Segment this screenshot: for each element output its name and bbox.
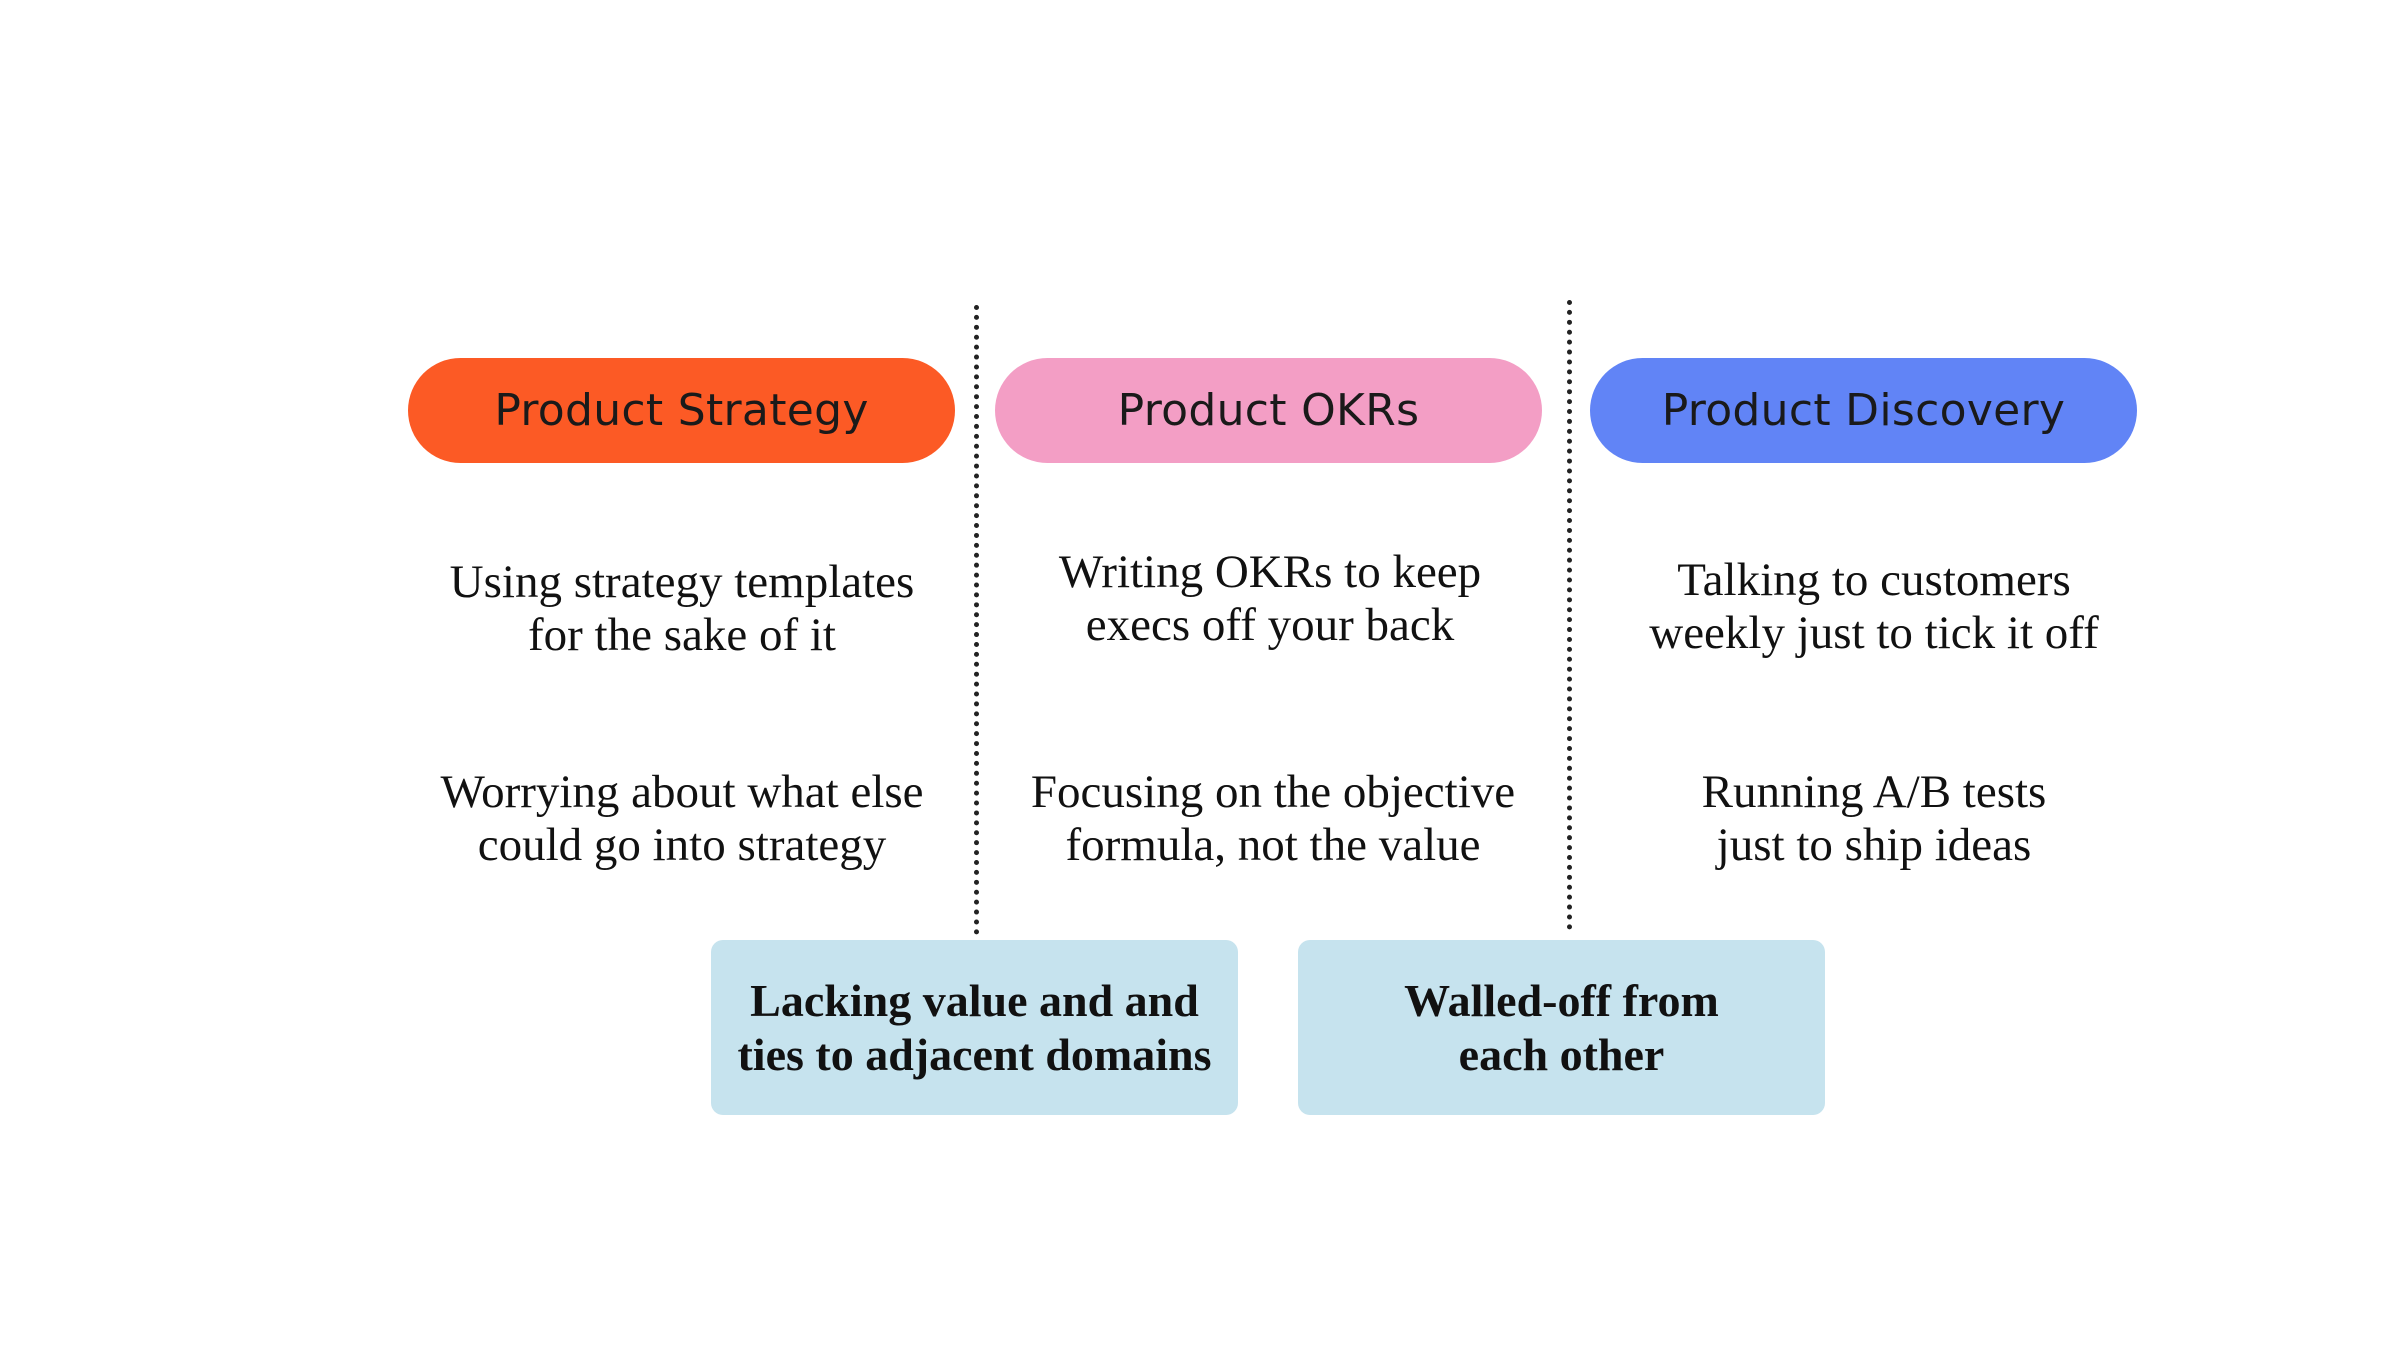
item-text: Worrying about what else could go into s…	[440, 766, 924, 871]
strategy-item-1: Using strategy templates for the sake of…	[402, 556, 962, 662]
dotted-divider-right	[1567, 300, 1572, 930]
pill-product-discovery: Product Discovery	[1590, 358, 2137, 463]
item-text: Focusing on the objective formula, not t…	[1030, 766, 1516, 871]
pill-label: Product OKRs	[1117, 385, 1420, 436]
summary-text: Walled-off from each other	[1404, 974, 1719, 1080]
okrs-item-1: Writing OKRs to keep execs off your back	[990, 546, 1550, 652]
pill-label: Product Discovery	[1661, 385, 2066, 436]
summary-box-walled-off: Walled-off from each other	[1298, 940, 1825, 1115]
strategy-item-2: Worrying about what else could go into s…	[402, 766, 962, 872]
item-text: Talking to customers weekly just to tick…	[1649, 554, 2099, 659]
item-text: Writing OKRs to keep execs off your back	[1058, 546, 1482, 651]
pill-product-okrs: Product OKRs	[995, 358, 1542, 463]
okrs-item-2: Focusing on the objective formula, not t…	[993, 766, 1553, 872]
item-text: Running A/B tests just to ship ideas	[1701, 766, 2047, 871]
pill-label: Product Strategy	[494, 385, 869, 436]
discovery-item-1: Talking to customers weekly just to tick…	[1594, 554, 2154, 660]
pill-product-strategy: Product Strategy	[408, 358, 955, 463]
item-text: Using strategy templates for the sake of…	[449, 556, 915, 661]
summary-text: Lacking value and and ties to adjacent d…	[737, 974, 1212, 1080]
discovery-item-2: Running A/B tests just to ship ideas	[1594, 766, 2154, 872]
dotted-divider-left	[974, 305, 979, 935]
summary-box-value: Lacking value and and ties to adjacent d…	[711, 940, 1238, 1115]
